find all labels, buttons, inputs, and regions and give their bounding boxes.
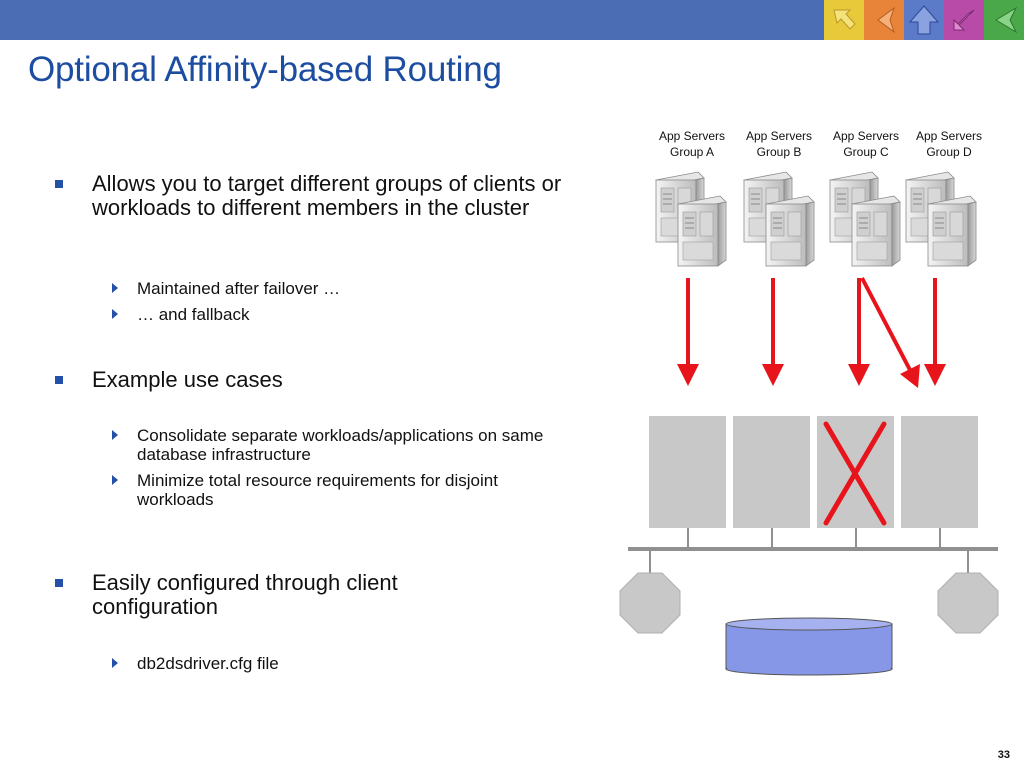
bullet-square-icon bbox=[55, 180, 63, 188]
bullet-list: Allows you to target different groups of… bbox=[55, 171, 562, 673]
sub-bullet-text: Maintained after failover … bbox=[137, 279, 341, 298]
server-group-b-icon bbox=[743, 171, 815, 267]
bullet-square-icon bbox=[55, 579, 63, 587]
routing-arrow-c-failover bbox=[860, 277, 920, 388]
group-label-line2: Group C bbox=[843, 145, 889, 159]
sub-bullet-triangle-icon bbox=[112, 430, 118, 440]
group-label-b: App Servers Group B bbox=[746, 129, 812, 159]
group-label-a: App Servers Group A bbox=[659, 129, 725, 159]
nav-icons bbox=[824, 0, 1024, 40]
routing-arrow-c bbox=[848, 278, 870, 386]
arrow-left-icon[interactable] bbox=[864, 0, 904, 40]
arrow-back-icon[interactable] bbox=[984, 0, 1024, 40]
server-group-d-icon bbox=[905, 171, 977, 267]
routing-arrow-a bbox=[677, 278, 699, 386]
arrow-sw-icon[interactable] bbox=[944, 0, 984, 40]
server-group-c-icon bbox=[829, 171, 901, 267]
interconnect-bus bbox=[628, 528, 998, 573]
group-label-line1: App Servers bbox=[746, 129, 812, 143]
group-label-line1: App Servers bbox=[659, 129, 725, 143]
sub-bullet-triangle-icon bbox=[112, 475, 118, 485]
page-number: 33 bbox=[997, 749, 1010, 761]
member-1 bbox=[649, 416, 726, 528]
slide-title: Optional Affinity-based Routing bbox=[28, 50, 502, 89]
server-group-a-icon bbox=[655, 171, 727, 267]
arrow-up-icon[interactable] bbox=[904, 0, 944, 40]
routing-arrow-d bbox=[924, 278, 946, 386]
failure-x-icon bbox=[823, 421, 887, 526]
bullet-text: Allows you to target different groups of… bbox=[92, 171, 562, 220]
sub-bullet-triangle-icon bbox=[112, 309, 118, 319]
group-label-line2: Group B bbox=[757, 145, 802, 159]
cf-primary-octagon bbox=[619, 572, 681, 634]
routing-arrow-b bbox=[762, 278, 784, 386]
bullet-text: Easily configured through client configu… bbox=[92, 570, 398, 619]
bullet-text: Example use cases bbox=[92, 367, 283, 392]
bullet-square-icon bbox=[55, 376, 63, 384]
cf-secondary-octagon bbox=[937, 572, 999, 634]
sub-bullet-text: Consolidate separate workloads/applicati… bbox=[137, 426, 544, 464]
top-bar bbox=[0, 0, 1024, 40]
sub-bullet-triangle-icon bbox=[112, 658, 118, 668]
member-2 bbox=[733, 416, 810, 528]
member-4 bbox=[901, 416, 978, 528]
group-label-c: App Servers Group C bbox=[833, 129, 899, 159]
group-label-d: App Servers Group D bbox=[916, 129, 982, 159]
group-label-line1: App Servers bbox=[833, 129, 899, 143]
arrow-nw-icon[interactable] bbox=[824, 0, 864, 40]
sub-bullet-triangle-icon bbox=[112, 283, 118, 293]
sub-bullet-text: db2dsdriver.cfg file bbox=[137, 654, 279, 673]
sub-bullet-text: … and fallback bbox=[137, 305, 250, 324]
sub-bullet-text: Minimize total resource requirements for… bbox=[137, 471, 498, 509]
group-label-line2: Group D bbox=[926, 145, 972, 159]
group-label-line2: Group A bbox=[670, 145, 714, 159]
group-label-line1: App Servers bbox=[916, 129, 982, 143]
shared-storage-disk-icon bbox=[725, 617, 893, 676]
